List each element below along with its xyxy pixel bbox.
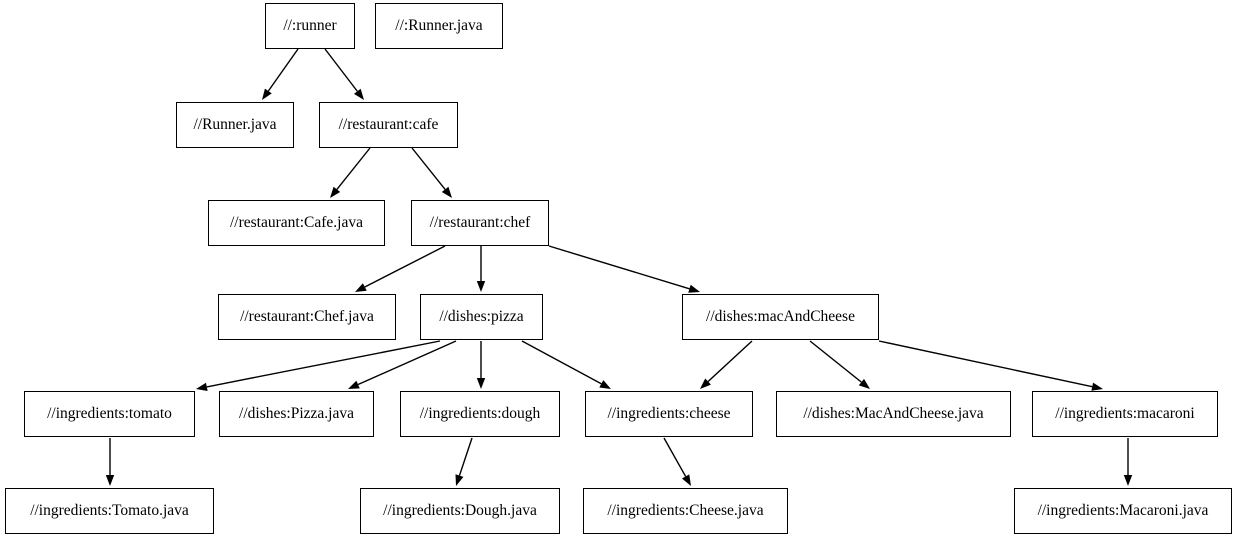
graph-node-restaurant_cafe[interactable]: //restaurant:cafe	[319, 102, 458, 148]
graph-node-ing_macaroni_java[interactable]: //ingredients:Macaroni.java	[1014, 488, 1232, 534]
graph-node-restaurant_chef_java[interactable]: //restaurant:Chef.java	[218, 294, 396, 340]
arrowhead-icon	[1091, 382, 1103, 391]
graph-edge-dishes_pizza-to-dishes_pizza_java	[348, 340, 457, 389]
graph-node-runner_java[interactable]: //Runner.java	[176, 102, 294, 148]
graph-node-label: //dishes:Pizza.java	[239, 405, 354, 423]
graph-node-label: //dishes:pizza	[439, 308, 524, 326]
graph-edge-restaurant_chef-to-dishes_mac	[548, 245, 700, 293]
graph-node-label: //dishes:macAndCheese	[706, 308, 855, 326]
arrowhead-icon	[262, 88, 272, 100]
graph-edge-ing_dough-to-ing_dough_java	[455, 437, 473, 486]
graph-node-ing_tomato_java[interactable]: //ingredients:Tomato.java	[5, 488, 214, 534]
graph-edge-restaurant_cafe-to-restaurant_cafe_java	[330, 147, 371, 198]
graph-node-label: //:Runner.java	[395, 17, 483, 35]
graph-node-label: //ingredients:Dough.java	[383, 502, 537, 520]
graph-node-ing_macaroni[interactable]: //ingredients:macaroni	[1032, 391, 1218, 437]
arrowhead-icon	[476, 378, 486, 389]
graph-node-label: //restaurant:cafe	[338, 116, 439, 134]
graph-node-label: //ingredients:Macaroni.java	[1037, 502, 1209, 520]
graph-node-ing_cheese_java[interactable]: //ingredients:Cheese.java	[583, 488, 788, 534]
arrowhead-icon	[330, 186, 341, 198]
graph-node-ing_dough[interactable]: //ingredients:dough	[400, 391, 560, 437]
graph-edge-restaurant_cafe-to-restaurant_chef	[411, 147, 452, 198]
arrowhead-icon	[105, 475, 115, 486]
graph-edge-ing_macaroni-to-ing_macaroni_java	[1123, 438, 1133, 486]
graph-node-dishes_pizza[interactable]: //dishes:pizza	[420, 294, 543, 340]
graph-node-label: //ingredients:cheese	[607, 405, 731, 423]
graph-edge-ing_cheese-to-ing_cheese_java	[663, 437, 691, 486]
graph-edge-restaurant_chef-to-restaurant_chef_java	[355, 245, 446, 292]
graph-edge-dishes_mac-to-ing_cheese	[700, 340, 753, 389]
graph-edge-dishes_mac-to-dishes_mac_java	[809, 340, 870, 389]
arrowhead-icon	[455, 474, 464, 486]
arrowhead-icon	[681, 474, 691, 486]
arrowhead-icon	[476, 281, 486, 292]
graph-node-dishes_pizza_java[interactable]: //dishes:Pizza.java	[219, 391, 374, 437]
graph-edge-dishes_pizza-to-ing_tomato	[196, 340, 441, 391]
graph-edge-dishes_pizza-to-ing_dough	[476, 341, 486, 389]
arrowhead-icon	[599, 380, 611, 389]
graph-node-label: //dishes:MacAndCheese.java	[803, 405, 984, 423]
arrowhead-icon	[688, 284, 700, 293]
graph-edge-restaurant_chef-to-dishes_pizza	[476, 246, 486, 292]
graph-edge-runner-to-restaurant_cafe	[324, 48, 364, 100]
arrowhead-icon	[348, 380, 360, 389]
graph-node-ing_dough_java[interactable]: //ingredients:Dough.java	[360, 488, 560, 534]
graph-node-runner[interactable]: //:runner	[265, 3, 355, 49]
graph-edge-dishes_pizza-to-ing_cheese	[521, 340, 611, 389]
graph-node-label: //restaurant:chef	[429, 214, 531, 232]
graph-node-label: //restaurant:Chef.java	[240, 308, 374, 326]
graph-node-ing_tomato[interactable]: //ingredients:tomato	[24, 391, 195, 437]
arrowhead-icon	[353, 88, 364, 100]
graph-node-restaurant_cafe_java[interactable]: //restaurant:Cafe.java	[208, 200, 385, 246]
graph-edge-dishes_mac-to-ing_macaroni	[878, 340, 1103, 391]
graph-node-ing_cheese[interactable]: //ingredients:cheese	[585, 391, 753, 437]
arrowhead-icon	[858, 378, 870, 389]
graph-node-label: //Runner.java	[193, 116, 277, 134]
graph-edge-ing_tomato-to-ing_tomato_java	[105, 438, 115, 486]
graph-node-label: //:runner	[283, 17, 337, 35]
arrowhead-icon	[700, 378, 711, 389]
graph-node-dishes_mac_java[interactable]: //dishes:MacAndCheese.java	[776, 391, 1011, 437]
graph-node-dishes_mac[interactable]: //dishes:macAndCheese	[682, 294, 879, 340]
graph-node-label: //restaurant:Cafe.java	[230, 214, 363, 232]
graph-node-label: //ingredients:macaroni	[1055, 405, 1195, 423]
graph-node-runner_java_root[interactable]: //:Runner.java	[375, 3, 503, 49]
graph-node-restaurant_chef[interactable]: //restaurant:chef	[411, 200, 549, 246]
arrowhead-icon	[355, 283, 367, 292]
graph-edge-runner-to-runner_java	[262, 48, 299, 100]
arrowhead-icon	[1123, 475, 1133, 486]
graph-node-label: //ingredients:tomato	[47, 405, 172, 423]
graph-node-label: //ingredients:Tomato.java	[30, 502, 189, 520]
arrowhead-icon	[196, 382, 208, 391]
arrowhead-icon	[441, 186, 452, 198]
graph-node-label: //ingredients:dough	[419, 405, 541, 423]
graph-node-label: //ingredients:Cheese.java	[607, 502, 764, 520]
